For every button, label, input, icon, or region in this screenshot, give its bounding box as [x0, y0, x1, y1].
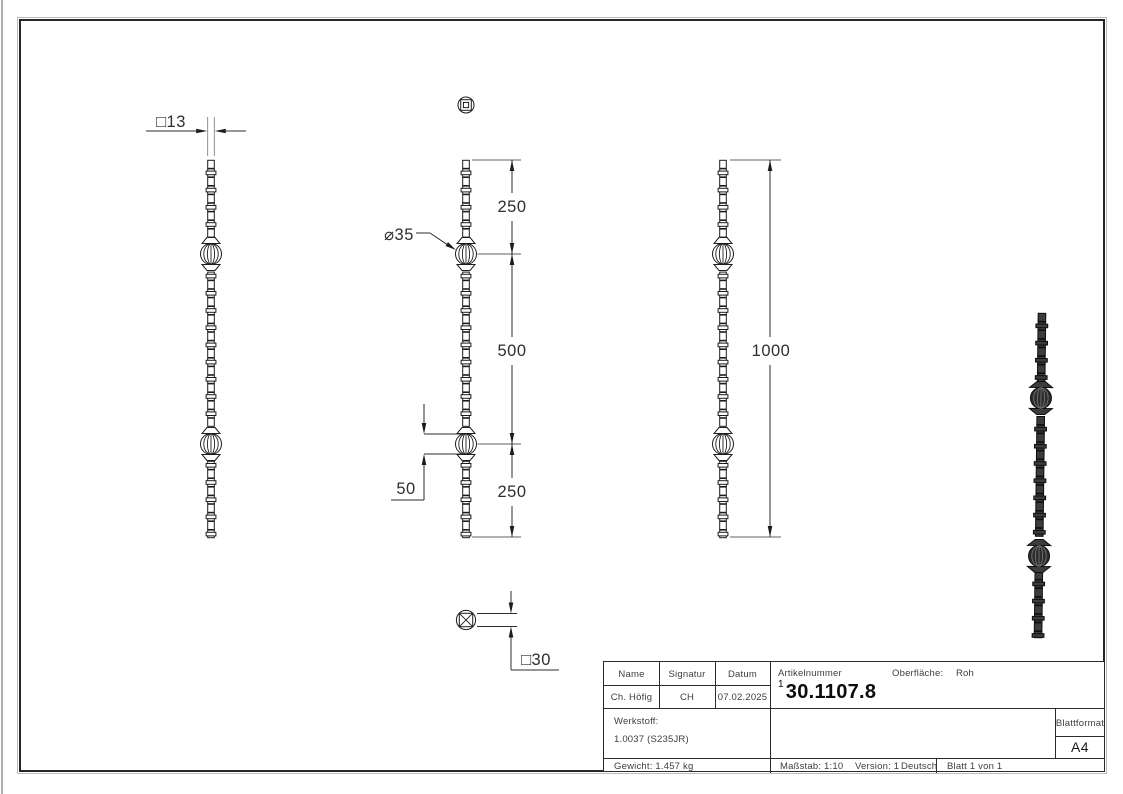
dimension-arrow — [767, 160, 773, 171]
views-layer — [200, 96, 1054, 639]
tb-gewicht: Gewicht: 1.457 kg — [614, 761, 694, 772]
tb-line — [936, 758, 938, 773]
dimension-arrow — [767, 526, 773, 537]
ball-collar-bottom — [712, 454, 734, 461]
title-block: Name Signatur Datum Ch. Höfig CH 07.02.2… — [603, 661, 1105, 773]
dimension-arrow — [509, 433, 515, 444]
front-view-overall — [712, 159, 734, 539]
tb-line — [659, 662, 661, 708]
dimension-arrow — [509, 254, 515, 265]
tb-datum: 07.02.2025 — [717, 692, 768, 703]
tb-artikelnummer-label: Artikelnummer — [778, 668, 842, 679]
dim-ball-diameter: ⌀35 — [384, 226, 414, 244]
dimension-arrow — [421, 454, 427, 465]
ball-collar-top — [712, 237, 734, 244]
dim-square-top: □13 — [156, 113, 186, 131]
tb-artikelnummer-prefix: 1 — [778, 679, 784, 690]
tb-line — [604, 758, 1104, 760]
tb-line — [604, 708, 1104, 710]
ball-collar-top — [1028, 380, 1054, 389]
tb-header-signatur: Signatur — [668, 669, 706, 680]
tb-line — [1055, 736, 1105, 738]
front-view-left — [200, 159, 222, 539]
tb-line — [604, 685, 771, 687]
dimension-line — [429, 232, 448, 245]
dimension-arrow — [445, 242, 456, 250]
tb-signatur: CH — [679, 692, 695, 703]
dimension-arrow — [421, 423, 427, 434]
tb-oberflaeche-value: Roh — [956, 668, 975, 679]
ball-collar-top — [200, 427, 222, 434]
dimension-arrow — [509, 526, 515, 537]
tb-name: Ch. Höfig — [610, 692, 653, 703]
tb-werkstoff-value: 1.0037 (S235JR) — [614, 734, 689, 745]
tb-oberflaeche-label: Oberfläche: — [892, 668, 944, 679]
tb-blatt: Blatt 1 von 1 — [947, 761, 1003, 772]
window-left-edge — [1, 0, 3, 794]
ball-collar-bottom — [1025, 565, 1052, 574]
dim-250-bottom: 250 — [497, 483, 526, 501]
ball-collar-bottom — [1027, 407, 1054, 416]
ball-collar-bottom — [200, 264, 222, 271]
dimension-arrow — [196, 128, 208, 134]
dim-ball-height: 50 — [396, 480, 415, 498]
tb-line — [715, 662, 717, 708]
bottom-view-symbol — [455, 609, 477, 631]
dimension-layer: □13 250 500 250 ⌀35 50 □30 1000 — [146, 113, 791, 671]
tb-line — [770, 662, 772, 773]
dimension-arrow — [509, 444, 515, 455]
dimension-arrow — [509, 160, 515, 171]
front-view-dimensioned — [455, 159, 477, 539]
ball-collar-bottom — [455, 454, 477, 461]
dim-total-length: 1000 — [752, 342, 791, 360]
ball-collar-bottom — [455, 264, 477, 271]
dim-250-top: 250 — [497, 198, 526, 216]
ball-collar-top — [455, 427, 477, 434]
dim-500: 500 — [497, 342, 526, 360]
drawing-frame — [17, 17, 1107, 774]
dimension-arrow — [214, 128, 226, 134]
tb-werkstoff-label: Werkstoff: — [614, 716, 659, 727]
ball-collar-top — [200, 237, 222, 244]
tb-blattformat-label: Blattformat — [1055, 718, 1105, 729]
tb-version: Version: 1 — [855, 761, 900, 772]
tb-sprache: Deutsch — [901, 761, 938, 772]
ball-collar-top — [712, 427, 734, 434]
ball-collar-top — [1026, 538, 1053, 547]
dimension-arrow — [508, 602, 514, 614]
ball-collar-bottom — [712, 264, 734, 271]
tb-header-datum: Datum — [728, 669, 757, 680]
tb-artikelnummer-value: 30.1107.8 — [785, 681, 877, 703]
dim-square-bottom: □30 — [521, 651, 551, 669]
isometric-view — [1025, 312, 1054, 639]
tb-massstab: Maßstab: 1:10 — [780, 761, 844, 772]
top-view-symbol — [457, 96, 475, 114]
ball-collar-top — [455, 237, 477, 244]
dimension-arrow — [509, 243, 515, 254]
tb-blattformat-value: A4 — [1070, 739, 1090, 755]
tb-line — [1055, 708, 1057, 758]
ball-collar-bottom — [200, 454, 222, 461]
tb-header-name: Name — [618, 669, 645, 680]
dimension-arrow — [508, 626, 514, 638]
